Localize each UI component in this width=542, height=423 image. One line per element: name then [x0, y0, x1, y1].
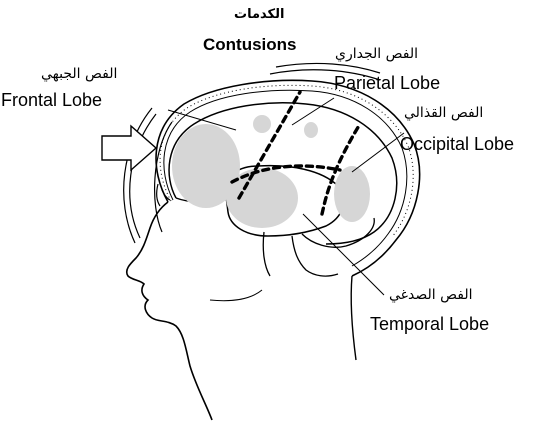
face-profile: [127, 202, 212, 420]
title-arabic: الكدمات: [234, 8, 284, 21]
temporal-lobe-label-arabic: الفص الصدغي: [389, 288, 472, 302]
jaw-line: [210, 290, 262, 301]
brain-stem: [263, 232, 338, 276]
contusion-parietal-1: [253, 115, 271, 133]
parietal-lobe-label-arabic: الفص الجداري: [335, 47, 418, 61]
contusion-parietal-2: [304, 122, 318, 138]
motion-line-top-2: [276, 63, 380, 73]
contusion-temporal: [226, 168, 298, 228]
occipital-lobe-label-english: Occipital Lobe: [400, 135, 514, 153]
temporal-lobe-label-english: Temporal Lobe: [370, 315, 489, 333]
leader-temporal: [303, 214, 384, 295]
title-english: Contusions: [203, 36, 297, 53]
frontal-lobe-label-english: Frontal Lobe: [1, 91, 102, 109]
frontal-lobe-label-arabic: الفص الجبهي: [41, 67, 117, 81]
impact-arrow-icon: [102, 126, 156, 170]
parietal-lobe-label-english: Parietal Lobe: [334, 74, 440, 92]
occipital-lobe-label-arabic: الفص القذالي: [404, 106, 483, 120]
motion-line-front-2: [124, 108, 152, 243]
neck-line: [351, 276, 356, 360]
leader-occipital: [352, 133, 404, 172]
contusion-occipital: [334, 166, 370, 222]
leader-parietal: [292, 98, 334, 125]
